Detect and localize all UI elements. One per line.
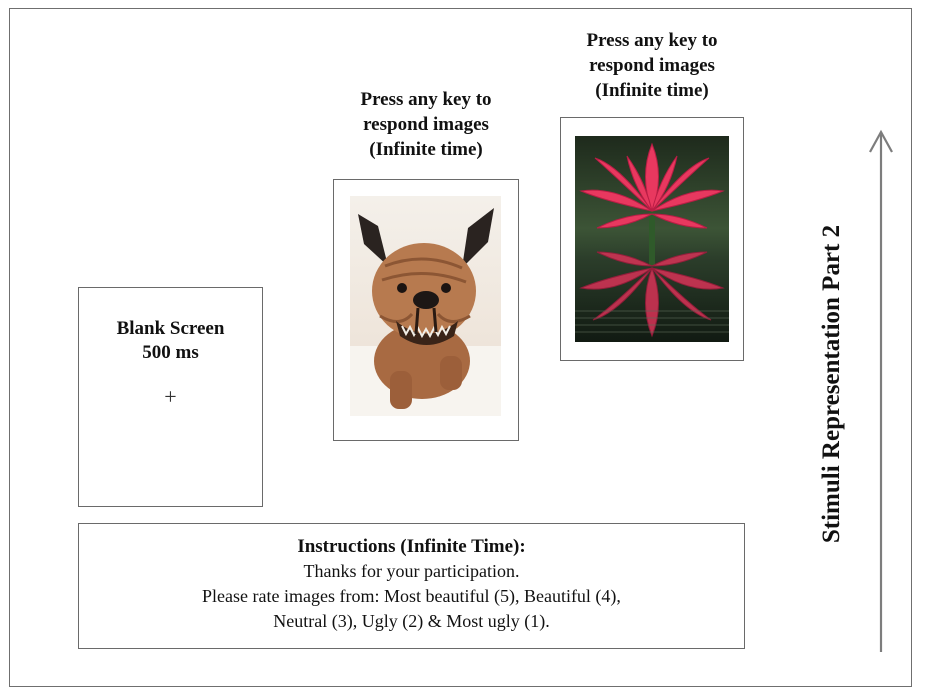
stimulus-1-caption: Press any key to respond images (Infinit… — [326, 87, 526, 162]
stimulus-2-caption: Press any key to respond images (Infinit… — [552, 28, 752, 103]
dog-photo-icon — [350, 208, 501, 416]
blank-screen-title: Blank Screen 500 ms — [79, 317, 262, 365]
instructions-box: Instructions (Infinite Time): Thanks for… — [78, 523, 745, 649]
instructions-line3: Neutral (3), Ugly (2) & Most ugly (1). — [273, 611, 550, 631]
stimuli-representation-label: Stimuli Representation Part 2 — [818, 224, 845, 544]
fixation-cross: + — [164, 384, 177, 409]
instructions-line1: Thanks for your participation. — [303, 561, 520, 581]
dog-photo — [350, 196, 501, 416]
stimulus-1-caption-line1: Press any key to — [360, 89, 492, 110]
blank-screen-duration: 500 ms — [142, 342, 199, 363]
instructions-heading: Instructions (Infinite Time): — [297, 536, 526, 557]
stimulus-1-frame — [333, 179, 519, 441]
stimulus-2-frame — [560, 117, 744, 361]
stimulus-1-caption-line3: (Infinite time) — [369, 139, 483, 160]
lotus-flower-icon — [575, 142, 729, 338]
outer-frame — [9, 8, 912, 687]
instructions-line2: Please rate images from: Most beautiful … — [202, 586, 621, 606]
stimulus-2-caption-line2: respond images — [589, 55, 715, 76]
blank-screen-label: Blank Screen — [116, 318, 225, 339]
stimulus-2-caption-line1: Press any key to — [586, 30, 718, 51]
stimulus-1-caption-line2: respond images — [363, 114, 489, 135]
blank-screen-box: Blank Screen 500 ms + — [78, 287, 263, 507]
stimulus-2-caption-line3: (Infinite time) — [595, 80, 709, 101]
arrow-up-icon — [869, 129, 893, 652]
lotus-flower-photo — [575, 136, 729, 342]
